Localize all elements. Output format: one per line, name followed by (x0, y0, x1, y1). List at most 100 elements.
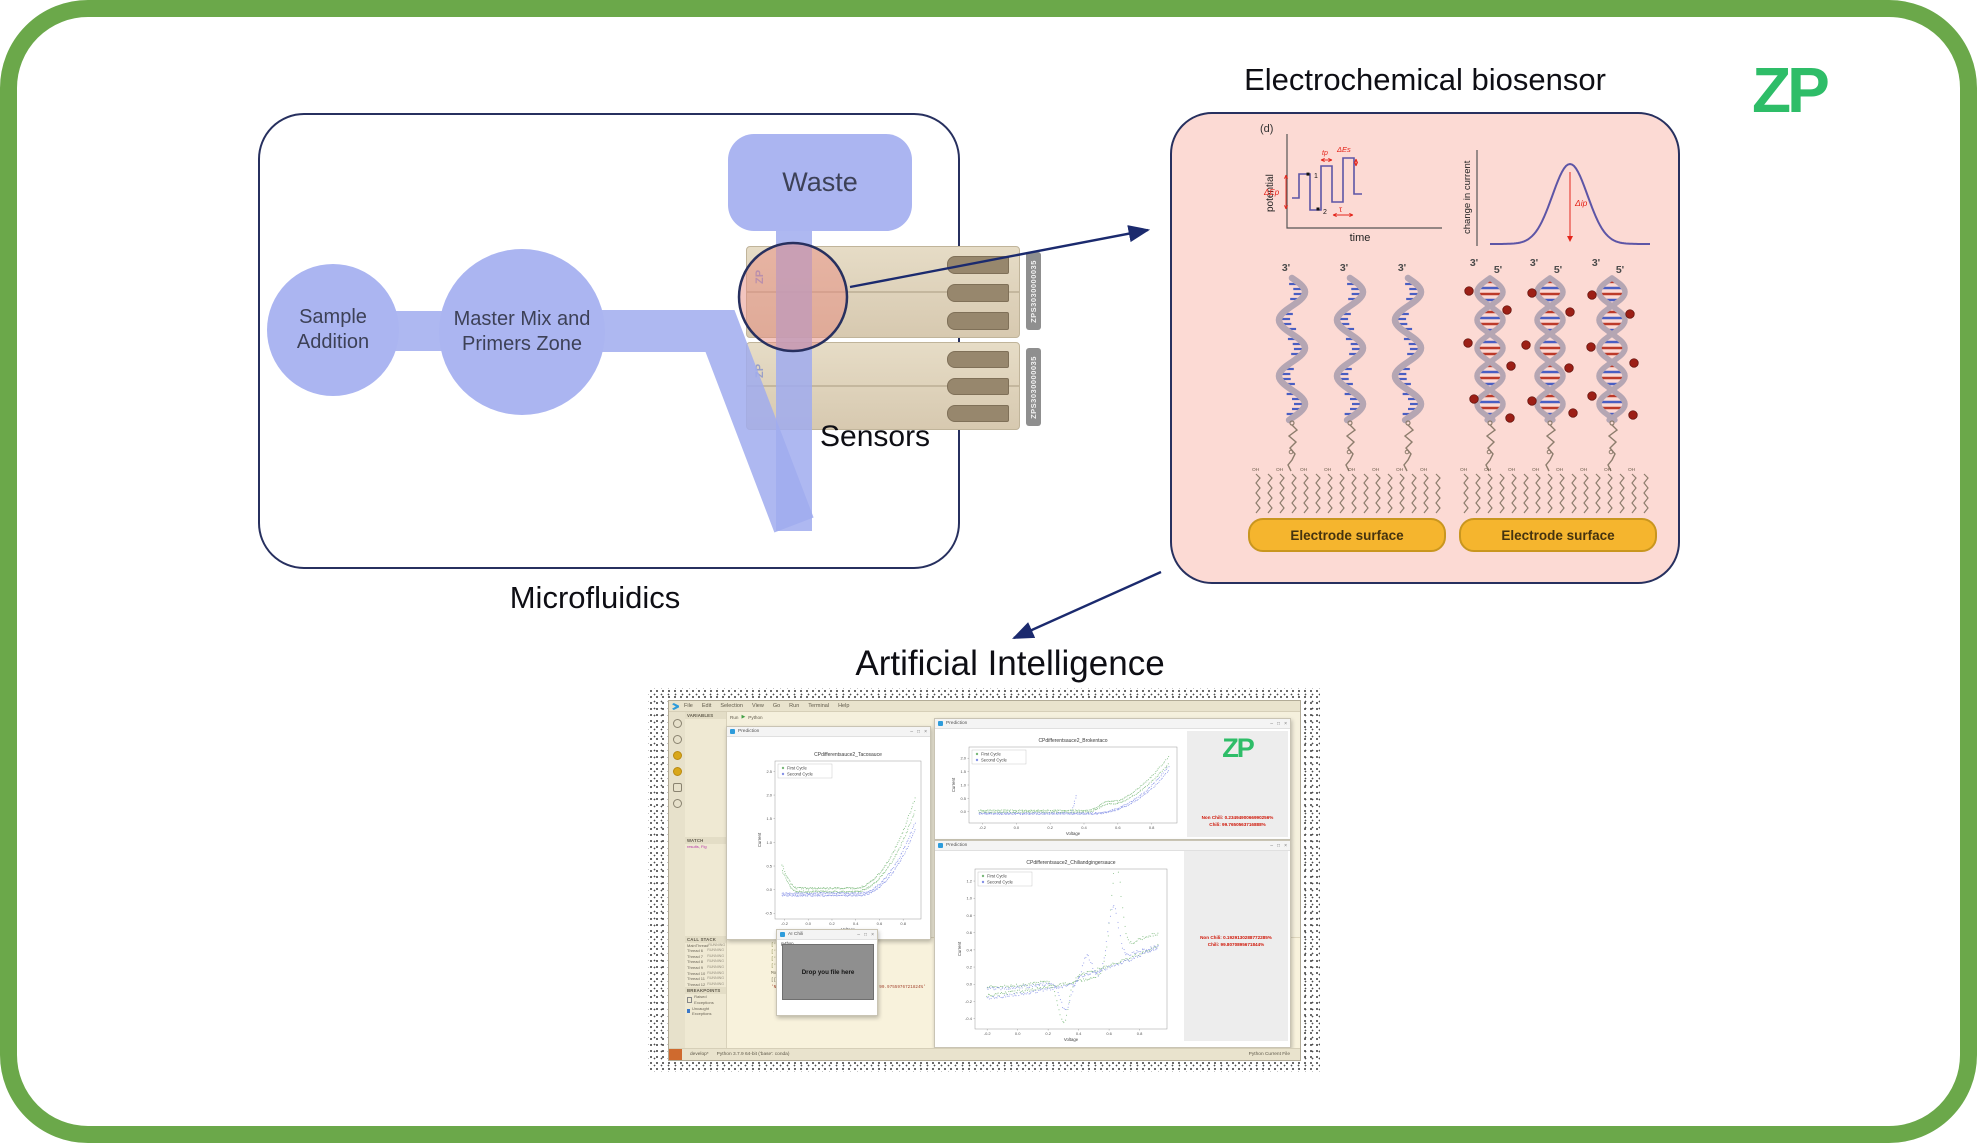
close-button[interactable]: × (1284, 720, 1287, 727)
svg-text:1.0: 1.0 (966, 896, 972, 901)
comment-icon[interactable] (672, 783, 682, 792)
play-icon[interactable]: ▶ (741, 714, 746, 720)
maximize-button[interactable]: □ (864, 931, 868, 938)
minimize-button[interactable]: – (910, 728, 914, 735)
run-label[interactable]: Run (730, 714, 739, 720)
minimize-button[interactable]: – (857, 931, 861, 938)
prediction-window-1[interactable]: Prediction–□× CPdifferentsauce2_Tacosauce… (726, 726, 931, 940)
svg-text:3': 3' (1530, 257, 1538, 269)
electrode-pad (947, 405, 1009, 422)
svg-text:-0.2: -0.2 (984, 1031, 992, 1036)
minimize-button[interactable]: – (1270, 842, 1274, 849)
menu-item[interactable]: Go (772, 703, 781, 709)
checkbox-checked-icon[interactable] (687, 1009, 690, 1013)
search-icon[interactable] (672, 735, 682, 744)
breakpoint-row[interactable]: Raised Exceptions (685, 994, 726, 1005)
window-titlebar[interactable]: Prediction–□× (935, 719, 1290, 729)
menu-item[interactable]: Selection (720, 703, 743, 709)
svg-text:CPdifferentsauce2_Tacosauce: CPdifferentsauce2_Tacosauce (814, 752, 882, 758)
dialog-titlebar[interactable]: AI Chili –□× (777, 930, 877, 940)
svg-text:-0.5: -0.5 (765, 911, 773, 916)
electrode-pad (947, 351, 1009, 368)
svg-text:0.0: 0.0 (1015, 1031, 1021, 1036)
branch-label[interactable]: develop* (690, 1052, 709, 1057)
run-toolbar: Run ▶ Python (730, 714, 763, 720)
thread-name: Thread 11 (687, 976, 705, 982)
watch-header[interactable]: WATCH (685, 837, 726, 844)
minimize-button[interactable]: – (1270, 720, 1274, 727)
microfluidics-title: Microfluidics (509, 580, 681, 615)
watch-pane (685, 850, 726, 936)
menu-item[interactable]: File (684, 703, 693, 709)
svg-text:5': 5' (1616, 264, 1624, 276)
svg-text:OH: OH (1276, 467, 1284, 473)
classification-result: Non Chili: 0.2349490066990256%Chili: 99.… (1201, 815, 1274, 827)
thread-state: RUNNING (707, 981, 724, 986)
svg-text:Second Cycle: Second Cycle (981, 758, 1008, 763)
svg-text:0.5: 0.5 (960, 796, 966, 801)
interpreter-label[interactable]: Python 3.7.9 64-bit ('base': conda) (716, 1052, 790, 1057)
electrode-surface-left: Electrode surface (1248, 518, 1446, 552)
thread-name: Thread 7 (687, 953, 704, 959)
svg-text:3': 3' (1470, 257, 1478, 269)
svg-text:0.2: 0.2 (1045, 1031, 1051, 1036)
maximize-button[interactable]: □ (917, 728, 921, 735)
menu-item[interactable]: Terminal (808, 703, 830, 709)
drop-dialog[interactable]: AI Chili –□× python Drop you file here (776, 929, 878, 1016)
svg-text:OH: OH (1420, 467, 1428, 473)
window-titlebar[interactable]: Prediction–□× (935, 841, 1290, 851)
prediction-window-3[interactable]: Prediction–□×CPdifferentsauce2_Chiliandg… (934, 840, 1291, 1048)
svg-text:OH: OH (1484, 467, 1492, 473)
svg-text:OH: OH (1396, 467, 1404, 473)
svg-text:1.0: 1.0 (766, 840, 772, 845)
maximize-button[interactable]: □ (1277, 842, 1281, 849)
breakpoints-header[interactable]: BREAKPOINTS (685, 987, 726, 995)
svg-text:3': 3' (1592, 257, 1600, 269)
debug-status-chip (669, 1049, 682, 1060)
window-titlebar[interactable]: Prediction–□× (727, 727, 930, 737)
svg-text:3': 3' (1340, 262, 1348, 274)
maximize-button[interactable]: □ (1277, 720, 1281, 727)
svg-text:Current: Current (757, 832, 762, 847)
breakpoint-row[interactable]: Uncaught Exceptions (685, 1006, 726, 1017)
thread-name: Thread 10 (687, 970, 706, 976)
call-stack-header[interactable]: CALL STACK (685, 935, 726, 943)
svg-text:time: time (1350, 232, 1371, 244)
close-button[interactable]: × (1284, 842, 1287, 849)
file-drop-zone[interactable]: Drop you file here (782, 944, 874, 1000)
variables-header[interactable]: VARIABLES (685, 712, 726, 719)
close-button[interactable]: × (924, 728, 927, 735)
debug-sidebar: VARIABLES WATCH results, Fig CALL STACK … (685, 712, 727, 1048)
svg-text:0.0: 0.0 (960, 809, 966, 814)
menu-item[interactable]: Run (789, 703, 800, 709)
menu-item[interactable]: Help (838, 703, 850, 709)
svg-text:tp: tp (1322, 150, 1328, 157)
bug-icon[interactable] (672, 767, 682, 776)
dialog-menu[interactable]: python (781, 941, 794, 946)
checkbox-icon[interactable] (687, 997, 693, 1003)
menu-item[interactable]: View (752, 703, 764, 709)
sensor-serial-2: ZPS3030000035 (1026, 348, 1041, 426)
prediction-window-2[interactable]: Prediction–□×CPdifferentsauce2_Brokentac… (934, 718, 1291, 840)
extensions-icon[interactable] (672, 799, 682, 808)
close-button[interactable]: × (871, 931, 874, 938)
run-config-label[interactable]: Python Current File (1248, 1052, 1290, 1057)
svg-text:0.8: 0.8 (900, 921, 906, 926)
debug-icon[interactable] (672, 751, 682, 760)
menu-item[interactable]: Edit (701, 703, 712, 709)
activity-bar (669, 712, 686, 1048)
svg-text:OH: OH (1372, 467, 1380, 473)
watch-expression[interactable]: results, Fig (687, 844, 707, 849)
prediction-icon (938, 721, 943, 726)
history-icon[interactable] (672, 719, 682, 728)
